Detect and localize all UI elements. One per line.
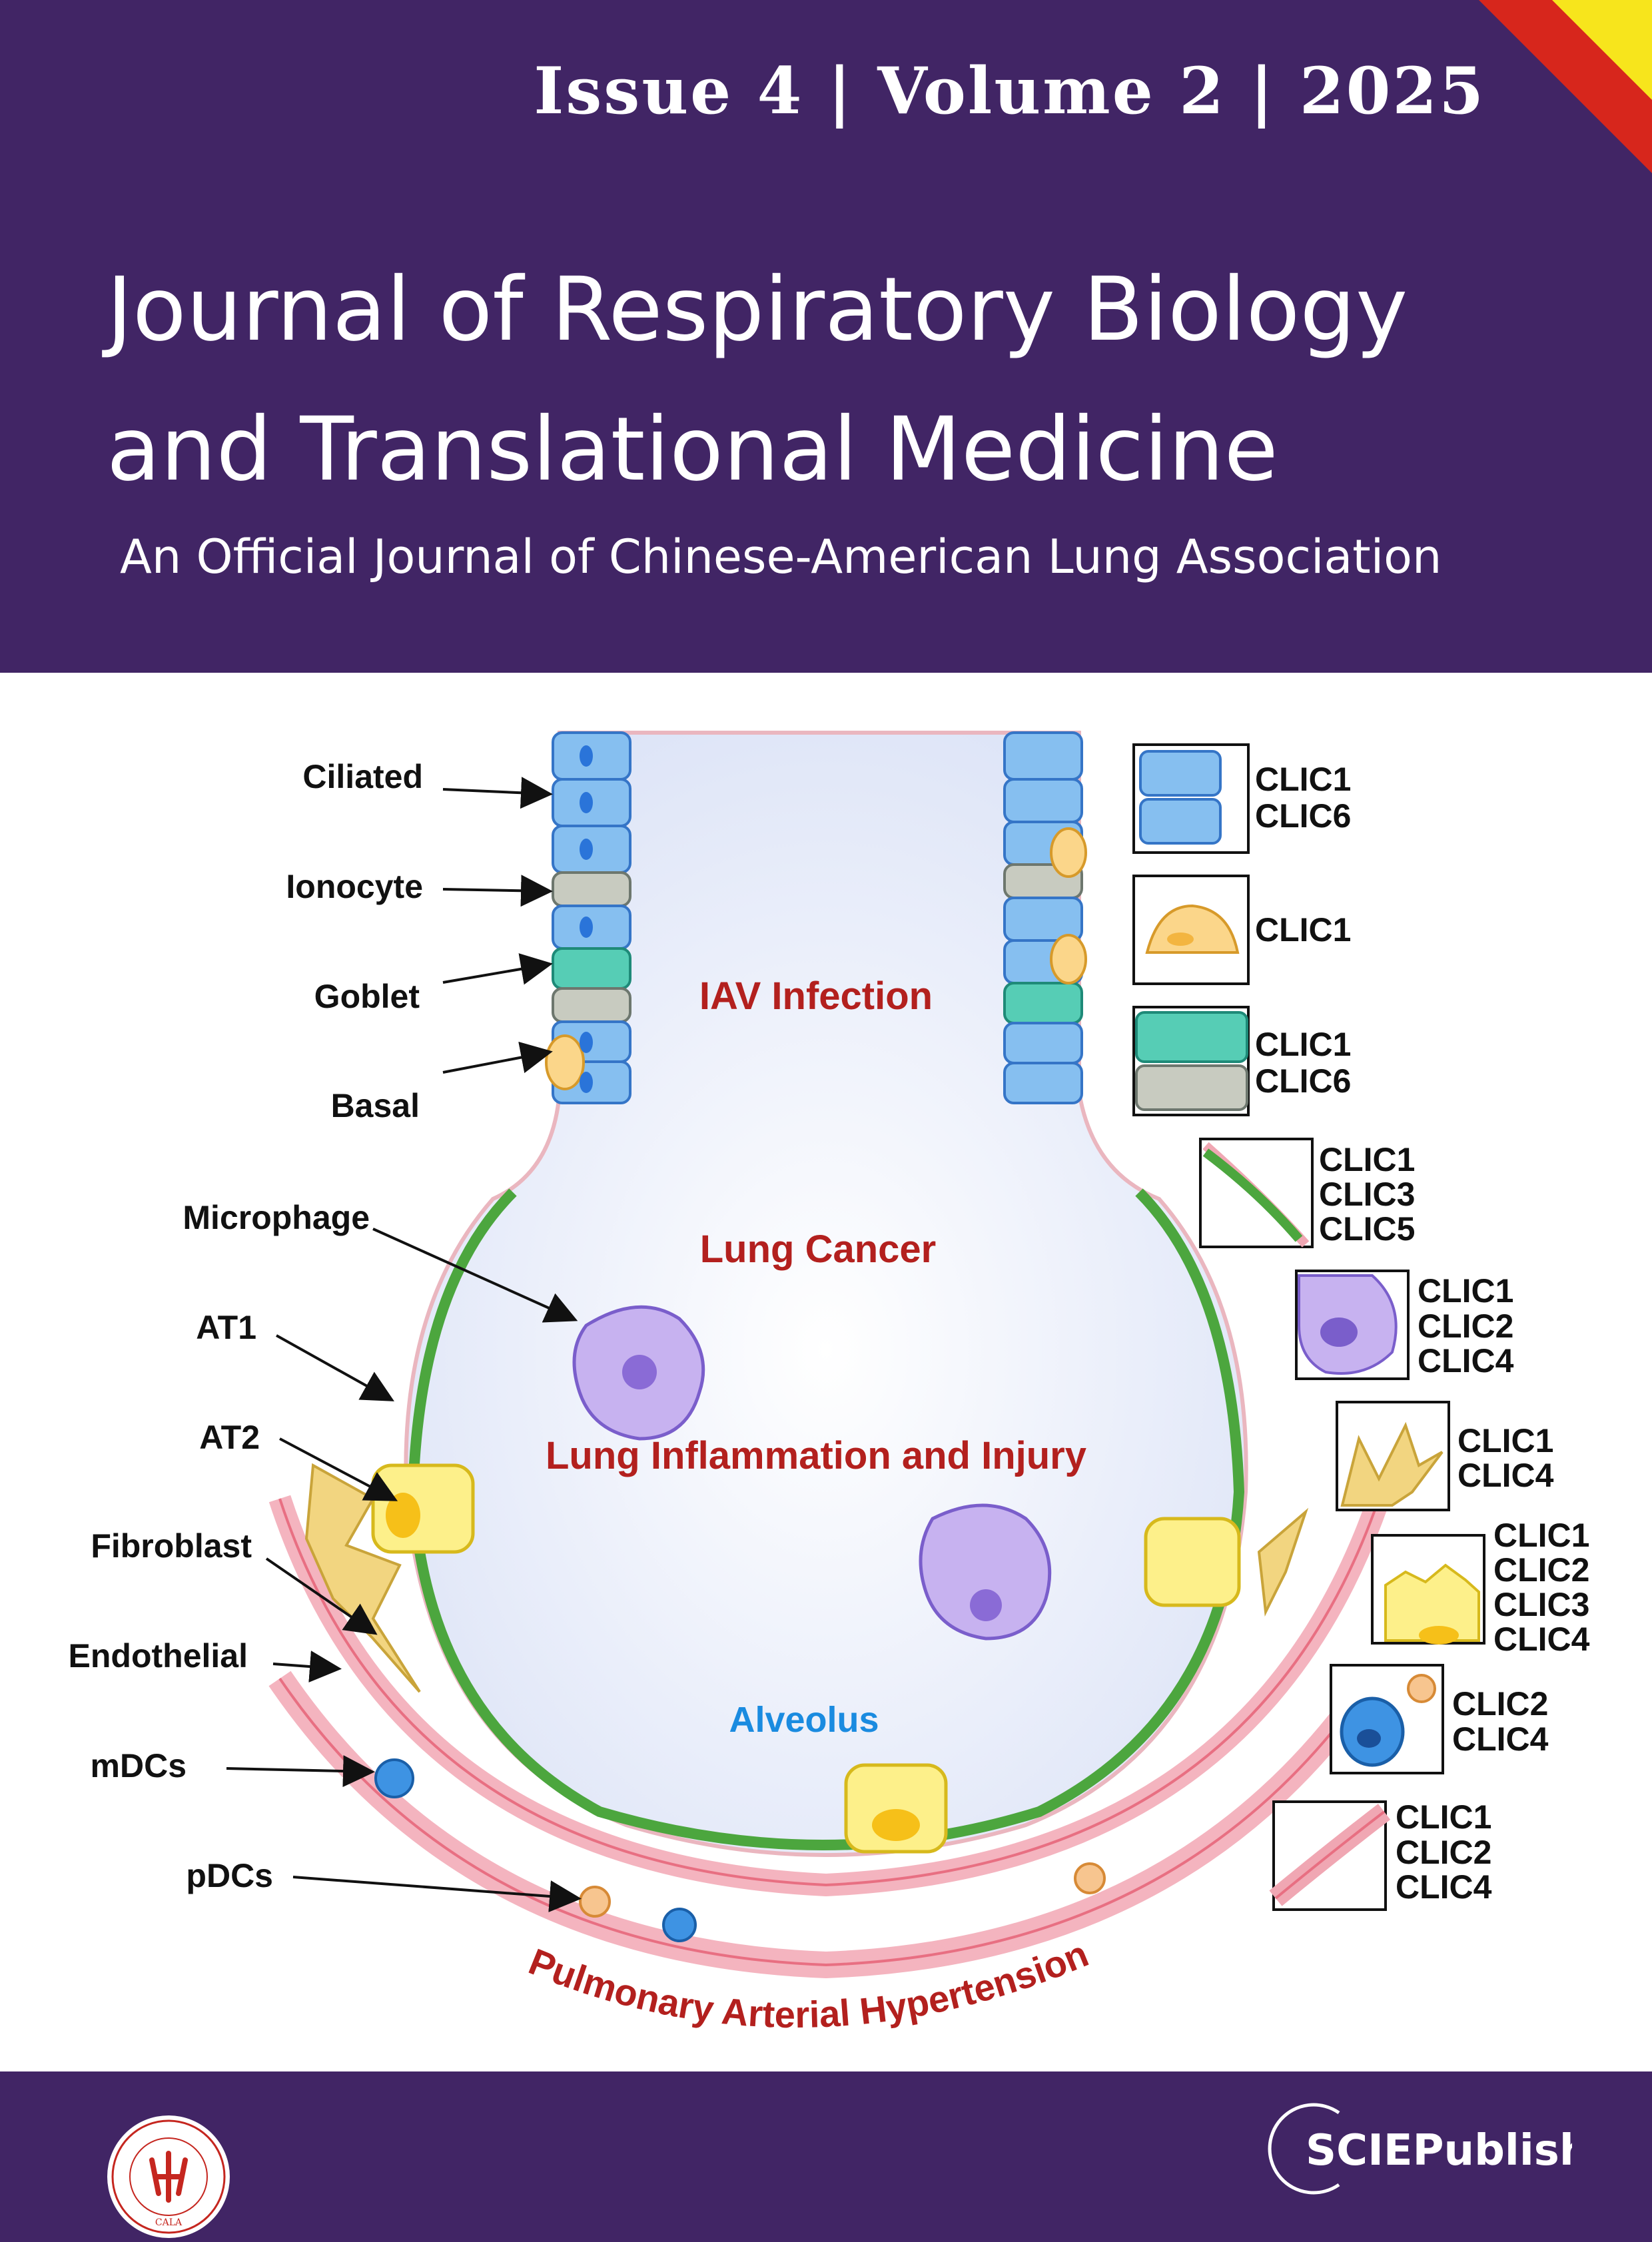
legend-text: CLIC1 xyxy=(1319,1141,1415,1178)
legend-text: CLIC2 xyxy=(1418,1308,1513,1345)
journal-subtitle: An Official Journal of Chinese-American … xyxy=(120,530,1442,584)
label-fibroblast: Fibroblast xyxy=(91,1527,252,1565)
journal-title: Journal of Respiratory Biology and Trans… xyxy=(107,240,1408,520)
label-lung-cancer: Lung Cancer xyxy=(700,1228,937,1271)
legend-text: CLIC3 xyxy=(1319,1176,1415,1213)
legend-text: CLIC2 xyxy=(1396,1834,1491,1871)
corner-ribbon xyxy=(1479,0,1652,173)
label-iav-infection: IAV Infection xyxy=(699,974,933,1018)
legend-text: CLIC1 xyxy=(1255,911,1351,948)
legend-text: CLIC6 xyxy=(1255,797,1351,835)
label-goblet: Goblet xyxy=(314,978,420,1015)
label-microphage: Microphage xyxy=(183,1199,370,1236)
legend-ciliated: CLIC1 CLIC6 xyxy=(1132,743,1351,854)
publisher-name: SCIEPublish xyxy=(1306,2126,1572,2175)
left-epithelium xyxy=(545,731,631,1104)
legend-endothelial: CLIC1 CLIC2 CLIC4 xyxy=(1269,1798,1492,1911)
legend-at2: CLIC1 CLIC2 CLIC3 CLIC4 xyxy=(1371,1517,1590,1658)
airway-alveolus xyxy=(404,731,1248,1857)
issue-volume-year: Issue 4 | Volume 2 | 2025 xyxy=(534,53,1485,129)
at2-cells xyxy=(371,1463,1241,1854)
legend-text: CLIC4 xyxy=(1457,1457,1554,1494)
label-pdcs: pDCs xyxy=(186,1857,273,1894)
label-endothelial: Endothelial xyxy=(69,1637,248,1675)
legend-text: CLIC2 xyxy=(1452,1685,1548,1722)
legend-text: CLIC5 xyxy=(1319,1210,1415,1248)
journal-footer xyxy=(0,2071,1652,2242)
legend-goblet: CLIC1 CLIC6 xyxy=(1132,1006,1351,1116)
legend-dendritic: CLIC2 CLIC4 xyxy=(1330,1664,1549,1774)
right-epithelium xyxy=(1003,731,1087,1104)
journal-header: Issue 4 | Volume 2 | 2025 Journal of Res… xyxy=(0,0,1652,673)
macrophages xyxy=(572,1305,1052,1641)
legend-text: CLIC1 xyxy=(1493,1517,1589,1554)
legend-text: CLIC6 xyxy=(1255,1062,1351,1100)
label-lung-inflammation: Lung Inflammation and Injury xyxy=(546,1434,1086,1477)
fibroblasts xyxy=(304,1463,1309,1693)
label-basal: Basal xyxy=(331,1087,420,1124)
journal-title-line-1: Journal of Respiratory Biology xyxy=(107,258,1408,361)
journal-title-line-2: and Translational Medicine xyxy=(107,398,1278,501)
legend-at1: CLIC1 CLIC3 CLIC5 xyxy=(1199,1138,1415,1248)
blood-vessels xyxy=(268,1495,1390,1979)
label-mdcs: mDCs xyxy=(91,1747,187,1784)
label-alveolus: Alveolus xyxy=(729,1700,879,1740)
legend-text: CLIC1 xyxy=(1255,761,1351,798)
legend-text: CLIC3 xyxy=(1493,1586,1589,1623)
legend-text: CLIC4 xyxy=(1418,1342,1514,1379)
legend-text: CLIC1 xyxy=(1457,1422,1553,1459)
legend-macrophage: CLIC1 CLIC2 CLIC4 xyxy=(1295,1270,1514,1380)
label-at2: AT2 xyxy=(199,1419,260,1456)
label-ciliated: Ciliated xyxy=(302,758,423,795)
label-at1: AT1 xyxy=(196,1309,256,1346)
clic-legend: CLIC1 CLIC6 CLIC1 CLIC1 CLIC6 CLIC1 CLIC… xyxy=(1132,743,1590,1911)
cover-illustration: Ciliated Ionocyte Goblet Basal Microphag… xyxy=(69,731,1590,2036)
legend-text: CLIC1 xyxy=(1418,1272,1513,1309)
cala-abbr: CALA xyxy=(155,2217,183,2228)
dendritic-cells xyxy=(374,1758,1106,1942)
cell-labels: Ciliated Ionocyte Goblet Basal Microphag… xyxy=(69,758,582,1912)
legend-text: CLIC4 xyxy=(1396,1868,1492,1906)
cala-logo: CALA xyxy=(107,2115,230,2238)
legend-text: CLIC4 xyxy=(1493,1621,1590,1658)
label-ionocyte: Ionocyte xyxy=(286,868,423,905)
legend-text: CLIC1 xyxy=(1396,1798,1491,1836)
sciepublish-logo: SCIEPublish xyxy=(1268,2103,1572,2195)
legend-basal: CLIC1 xyxy=(1132,875,1351,985)
legend-text: CLIC4 xyxy=(1452,1720,1549,1758)
legend-fibroblast: CLIC1 CLIC4 xyxy=(1336,1401,1554,1511)
legend-text: CLIC1 xyxy=(1255,1026,1351,1063)
legend-text: CLIC2 xyxy=(1493,1551,1589,1589)
